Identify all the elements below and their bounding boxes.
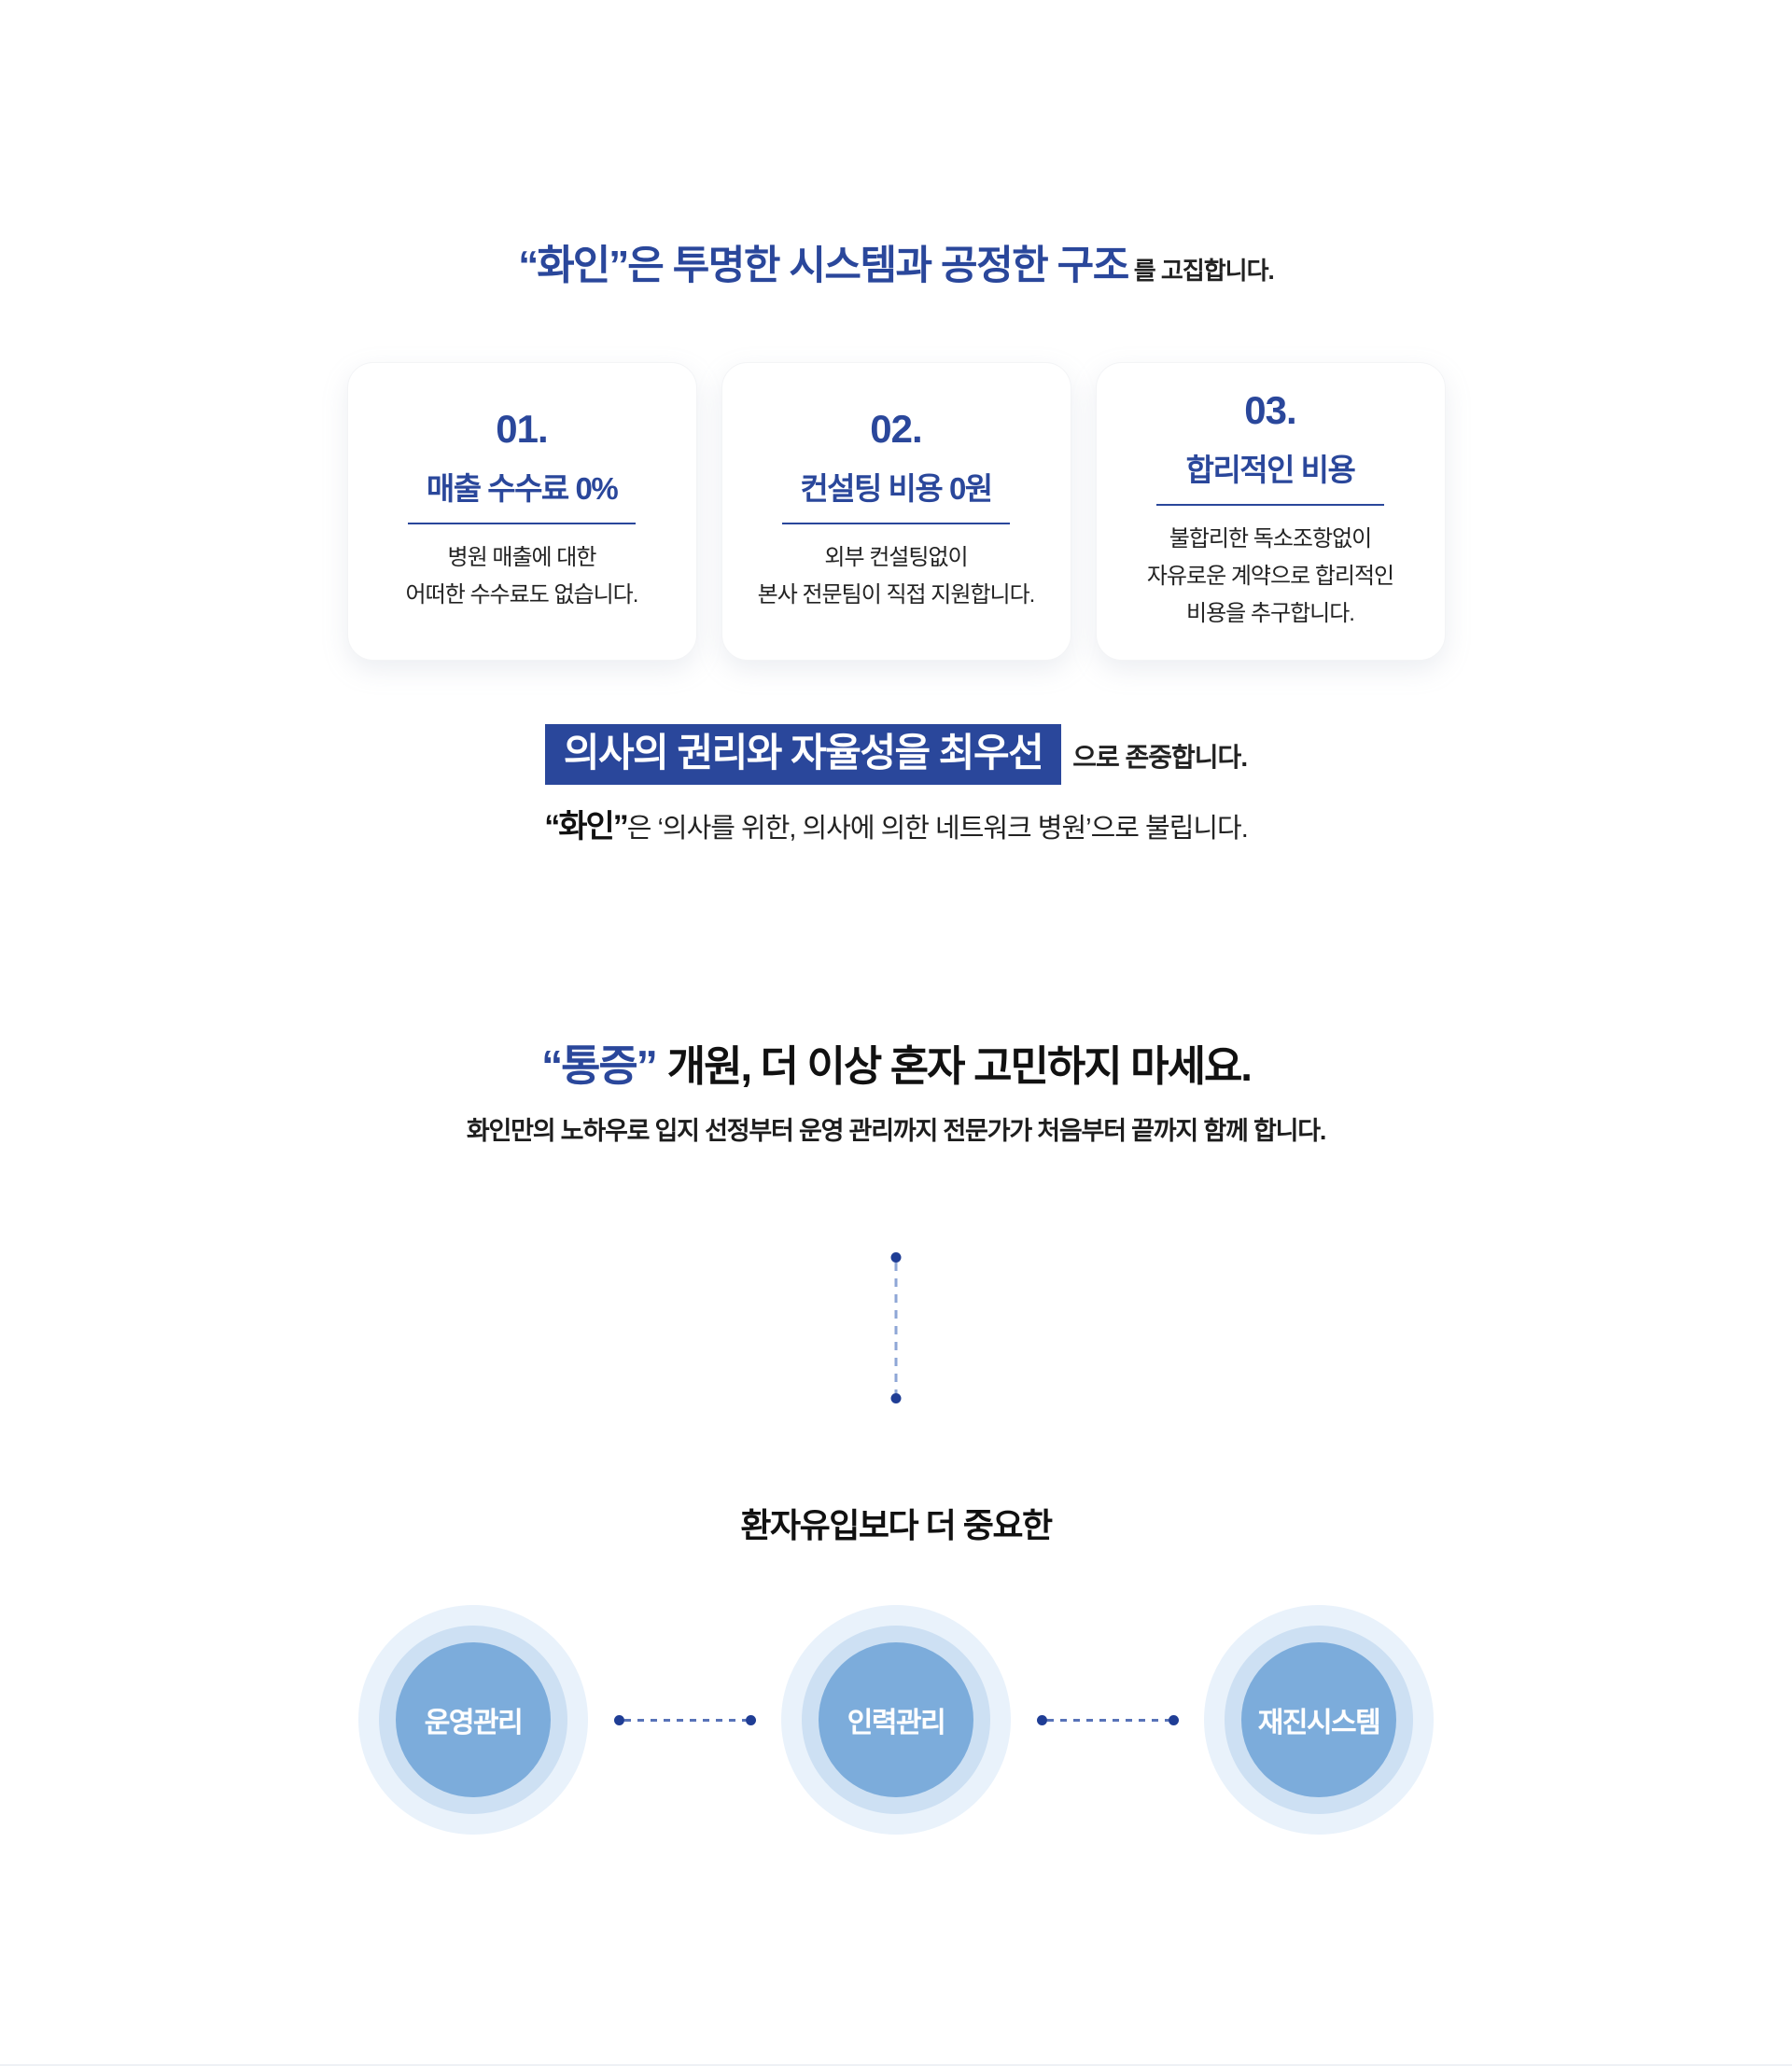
benefit-cards-row: 01. 매출 수수료 0% 병원 매출에 대한 어떠한 수수료도 없습니다. 0… <box>0 362 1792 661</box>
card-title: 컨설팅 비용 0원 <box>800 470 993 506</box>
circle-label: 인력관리 <box>847 1708 946 1738</box>
card-number: 01. <box>496 406 548 451</box>
management-circle-revisit-system: 재진시스템 <box>1204 1605 1434 1835</box>
benefit-card-2: 02. 컨설팅 비용 0원 외부 컨설팅없이 본사 전문팀이 직접 지원합니다. <box>721 362 1071 661</box>
card-number: 03. <box>1244 387 1296 432</box>
pain-subline: 화인만의 노하우로 입지 선정부터 운영 관리까지 전문가가 처음부터 끝까지 … <box>0 1110 1792 1147</box>
priority-subline: “화인”은 ‘의사를 위한, 의사에 의한 네트워크 병원’으로 불립니다. <box>0 801 1792 846</box>
headline-suffix: 를 고집합니다. <box>1133 257 1275 285</box>
horizontal-dotted-connector <box>588 1714 781 1725</box>
card-title: 매출 수수료 0% <box>426 470 619 506</box>
circle-label: 재진시스템 <box>1257 1708 1381 1738</box>
benefit-card-1: 01. 매출 수수료 0% 병원 매출에 대한 어떠한 수수료도 없습니다. <box>346 362 697 661</box>
connector-dot <box>890 1252 902 1263</box>
connector-dashes <box>1046 1718 1169 1722</box>
card-text-line: 병원 매출에 대한 <box>447 544 597 570</box>
connector-dot <box>890 1393 902 1403</box>
management-circles-row: 운영관리 인력관리 재진시스템 <box>0 1605 1792 1835</box>
circle-core: 운영관리 <box>396 1642 551 1797</box>
connector-dot <box>1168 1714 1179 1725</box>
card-text-line: 불합리한 독소조항없이 <box>1169 525 1372 551</box>
brand-name: “화인” <box>544 809 629 845</box>
vertical-dotted-connector <box>890 1252 902 1403</box>
horizontal-dotted-connector <box>1011 1714 1204 1725</box>
pain-headline: “통증”개원, 더 이상 혼자 고민하지 마세요. <box>0 1032 1792 1094</box>
pain-keyword: “통증” <box>541 1041 658 1090</box>
priority-suffix: 으로 존중합니다. <box>1072 743 1248 772</box>
management-circle-operations: 운영관리 <box>358 1605 588 1835</box>
divider <box>1156 503 1384 506</box>
card-text-line: 본사 전문팀이 직접 지원합니다. <box>757 581 1036 607</box>
priority-subtext: 은 ‘의사를 위한, 의사에 의한 네트워크 병원’으로 불립니다. <box>626 814 1249 844</box>
management-heading: 환자유입보다 더 중요한 <box>0 1499 1792 1547</box>
priority-statement: 의사의 권리와 자율성을 최우선 으로 존중합니다. <box>0 724 1792 785</box>
connector-dot <box>745 1714 756 1725</box>
pain-headline-text: 개원, 더 이상 혼자 고민하지 마세요. <box>666 1042 1253 1090</box>
card-text-line: 자유로운 계약으로 합리적인 <box>1146 563 1394 589</box>
card-text-line: 외부 컨설팅없이 <box>824 544 968 570</box>
card-number: 02. <box>870 406 922 451</box>
connector-dashes <box>894 1263 898 1393</box>
section-divider <box>0 2064 1792 2066</box>
headline-text: 은 투명한 시스템과 공정한 구조 <box>627 244 1129 288</box>
circle-core: 인력관리 <box>819 1642 973 1797</box>
divider <box>408 522 636 524</box>
divider <box>782 522 1010 524</box>
highlight-box: 의사의 권리와 자율성을 최우선 <box>544 724 1062 785</box>
card-text-line: 비용을 추구합니다. <box>1186 600 1355 626</box>
management-heading-text: 환자유입보다 더 중요한 <box>740 1506 1053 1544</box>
connector-dashes <box>623 1718 746 1722</box>
connector-dot <box>1036 1714 1047 1725</box>
circle-core: 재진시스템 <box>1241 1642 1396 1797</box>
pain-subtext: 화인만의 노하우로 입지 선정부터 운영 관리까지 전문가가 처음부터 끝까지 … <box>466 1117 1327 1145</box>
card-title: 합리적인 비용 <box>1185 452 1356 487</box>
card-text-line: 어떠한 수수료도 없습니다. <box>405 581 639 607</box>
connector-dot <box>613 1714 624 1725</box>
circle-label: 운영관리 <box>424 1708 524 1738</box>
benefit-card-3: 03. 합리적인 비용 불합리한 독소조항없이 자유로운 계약으로 합리적인 비… <box>1095 362 1446 661</box>
management-circle-staffing: 인력관리 <box>781 1605 1011 1835</box>
brand-name: “화인” <box>518 243 629 288</box>
